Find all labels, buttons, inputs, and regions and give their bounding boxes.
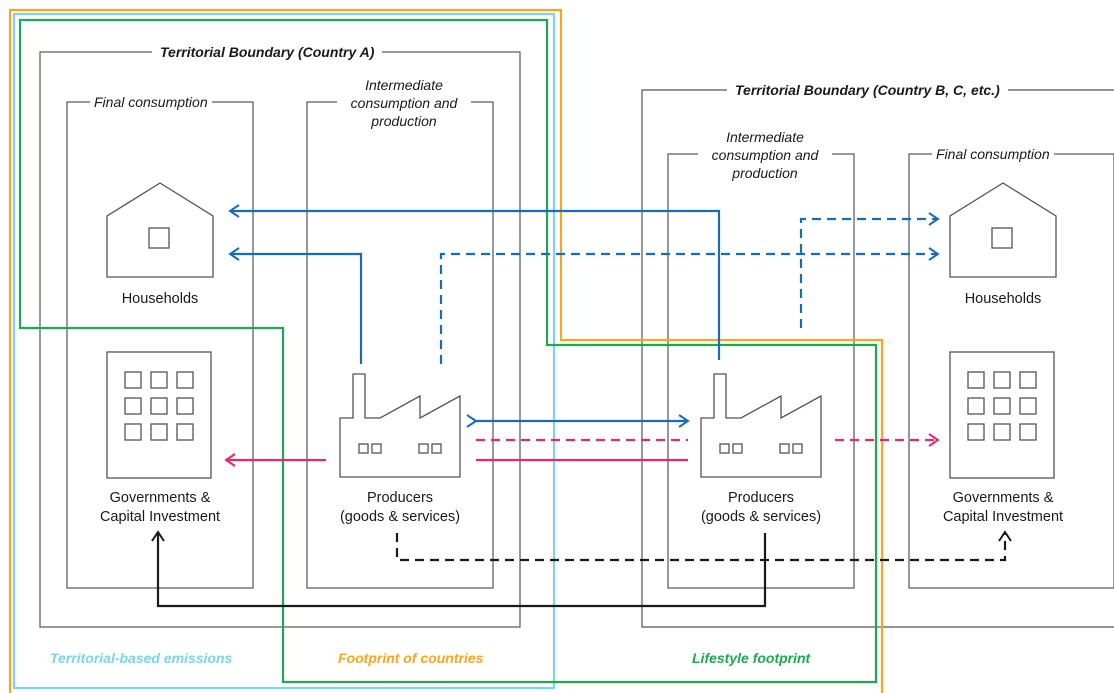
government-label-a: Governments & Capital Investment	[70, 489, 250, 527]
flow-producer-b-to-households-b	[799, 212, 940, 328]
government-label-b: Governments & Capital Investment	[913, 489, 1093, 527]
intermediate-title-line: Intermediate	[365, 77, 443, 93]
producers-label-line: Producers	[366, 490, 434, 506]
intermediate-title-a: Intermediate consumption and production	[337, 76, 471, 130]
flow-producer-b-to-government-a	[151, 530, 767, 608]
office-building-icon	[106, 351, 212, 479]
legend-territorial: Territorial-based emissions	[50, 650, 233, 666]
factory-icon	[339, 373, 461, 478]
office-building-icon	[949, 351, 1055, 479]
producers-label-line: (goods & services)	[339, 509, 461, 525]
government-label-line: Capital Investment	[99, 509, 221, 525]
government-label-line: Governments &	[952, 490, 1054, 506]
boundary-b-title: Territorial Boundary (Country B, C, etc.…	[727, 82, 1008, 98]
producers-label-a: Producers (goods & services)	[310, 489, 490, 527]
flow-producer-a-to-households-b	[439, 247, 940, 364]
final-consumption-title-a: Final consumption	[90, 93, 212, 111]
government-label-line: Capital Investment	[942, 509, 1064, 525]
house-icon	[106, 182, 214, 278]
flow-producer-a-to-households-a	[228, 247, 363, 364]
flow-producer-b-to-households-a	[228, 204, 721, 360]
households-label-a: Households	[121, 291, 199, 307]
lifestyle-outline	[18, 18, 878, 684]
households-label-b: Households	[964, 291, 1042, 307]
territorial-outline	[12, 12, 556, 690]
government-label-line: Governments &	[109, 490, 211, 506]
house-icon	[949, 182, 1057, 278]
producers-label-b: Producers (goods & services)	[671, 489, 851, 527]
boundary-country-a	[39, 51, 521, 628]
legend-lifestyle: Lifestyle footprint	[692, 650, 811, 666]
intermediate-title-line: consumption and	[711, 147, 819, 163]
legend-footprint: Footprint of countries	[338, 650, 484, 666]
flow-producer-a-to-government-b	[395, 530, 1012, 562]
final-consumption-title-b: Final consumption	[932, 145, 1054, 163]
producers-label-line: (goods & services)	[700, 509, 822, 525]
producers-label-line: Producers	[727, 490, 795, 506]
intermediate-title-line: consumption and	[350, 95, 458, 111]
intermediate-title-line: production	[732, 165, 798, 181]
intermediate-title-line: Intermediate	[726, 129, 804, 145]
boundary-a-title: Territorial Boundary (Country A)	[152, 44, 383, 60]
footprint-outline	[8, 8, 884, 693]
factory-icon	[700, 373, 822, 478]
intermediate-title-b: Intermediate consumption and production	[698, 128, 832, 182]
intermediate-title-line: production	[371, 113, 437, 129]
